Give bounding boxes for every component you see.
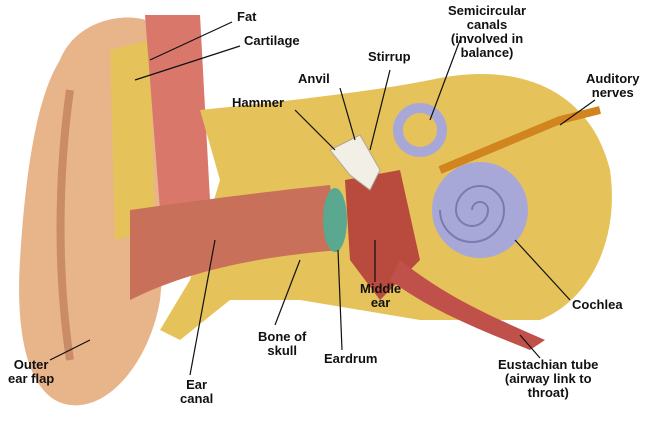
label-ear-canal: Ear canal — [180, 377, 214, 406]
ear-fold-shading — [56, 89, 74, 361]
label-eustachian-tube: Eustachian tube (airway link to throat) — [498, 357, 599, 400]
eustachian-tube-shape — [390, 260, 545, 350]
cochlea-spiral — [439, 185, 506, 243]
fat-layer-shape — [145, 15, 210, 210]
ossicles-shape — [329, 134, 381, 191]
semicircular-canals-shape — [393, 103, 447, 157]
label-auditory-nerves: Auditory nerves — [586, 71, 640, 100]
label-bone-of-skull: Bone of skull — [258, 329, 307, 358]
eardrum-shape — [323, 188, 347, 252]
label-stirrup: Stirrup — [368, 49, 411, 64]
cartilage-shape — [110, 40, 155, 240]
label-hammer: Hammer — [232, 95, 285, 110]
label-cochlea: Cochlea — [572, 297, 623, 312]
label-anvil: Anvil — [298, 71, 330, 86]
leader-lines — [49, 21, 596, 376]
auditory-nerve-shape — [438, 106, 601, 174]
label-outer-ear-flap: Outer ear flap — [8, 357, 55, 386]
label-semicircular-canals: Semicircular canals (involved in balance… — [448, 3, 527, 60]
label-middle-ear: Middle ear — [360, 281, 402, 310]
cochlea-shape — [432, 162, 528, 258]
label-fat: Fat — [237, 9, 257, 24]
ear-canal-shape — [130, 185, 340, 300]
label-cartilage: Cartilage — [244, 33, 300, 48]
label-eardrum: Eardrum — [324, 351, 378, 366]
